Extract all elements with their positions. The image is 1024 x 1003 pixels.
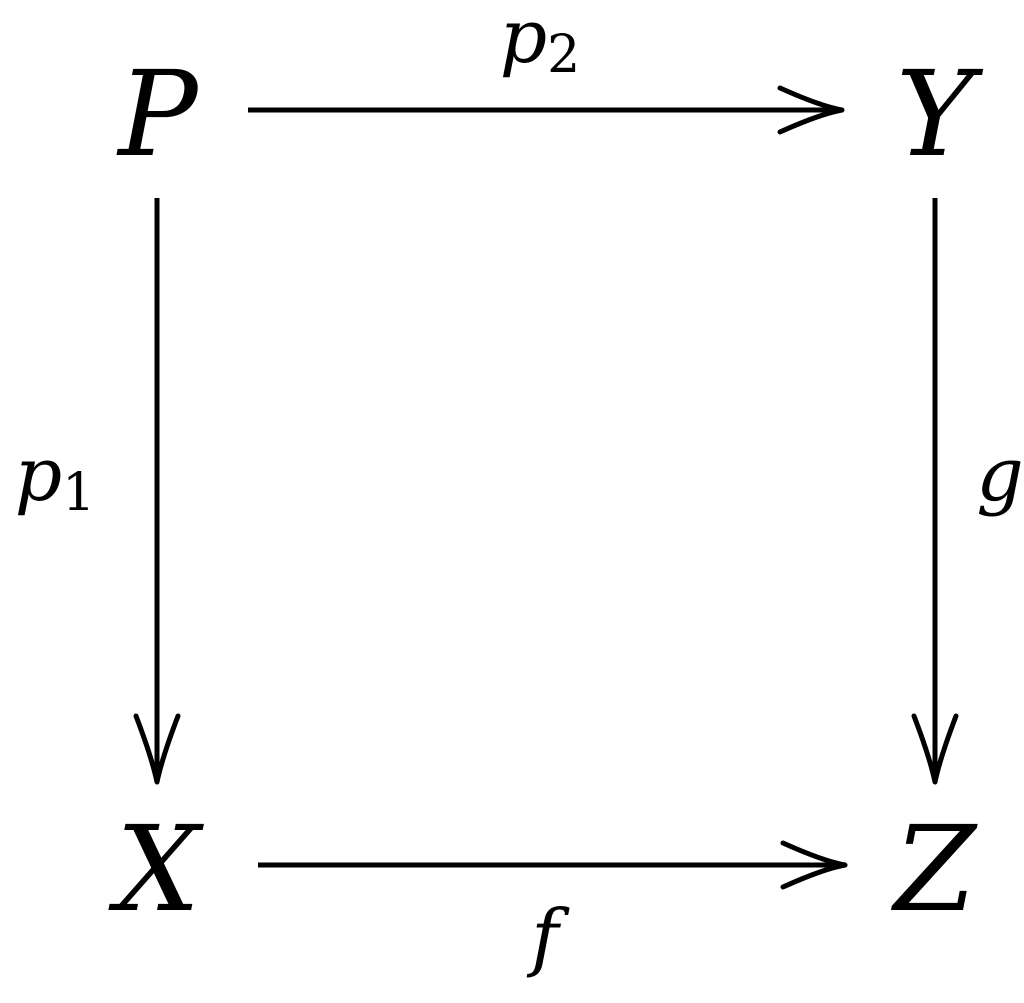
arrow-y-to-z-label: g [976, 432, 1023, 518]
arrow-p-to-y-head [777, 85, 845, 135]
node-z: Z [890, 800, 978, 938]
arrow-p-to-y-label-main: p [500, 0, 547, 80]
node-y: Y [896, 45, 984, 183]
node-p: P [116, 45, 200, 183]
arrow-x-to-z-label: f [526, 894, 570, 980]
arrow-y-to-z-head [911, 713, 959, 785]
arrow-p-to-x-label-sub: 1 [62, 463, 95, 523]
arrow-p-to-x-label-main: p [15, 432, 62, 518]
arrow-p-to-x [133, 198, 181, 785]
arrow-p-to-x-head [133, 713, 181, 785]
arrow-y-to-z [911, 198, 959, 785]
arrow-p-to-y-label-sub: 2 [547, 25, 580, 85]
arrow-p-to-x-label: p1 [15, 432, 95, 523]
arrow-x-to-z-head [780, 840, 848, 890]
arrow-x-to-z [258, 840, 848, 890]
arrow-p-to-y-label: p2 [500, 0, 580, 85]
node-x: X [108, 800, 204, 938]
arrow-p-to-y [248, 85, 845, 135]
